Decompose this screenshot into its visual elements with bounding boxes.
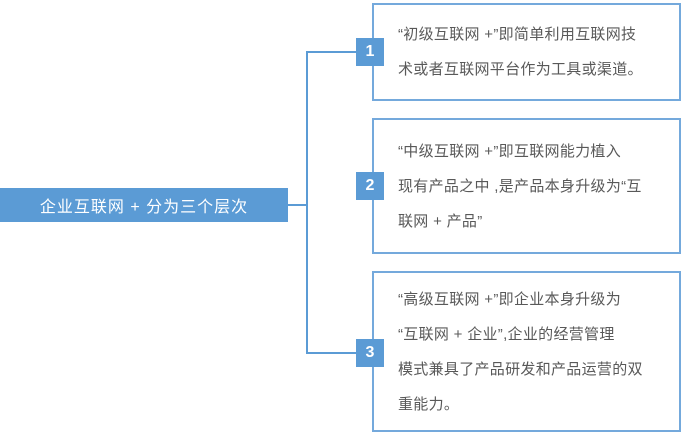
connector-branch-1 <box>306 51 357 53</box>
connector-trunk <box>306 51 308 354</box>
branch-2-number-badge: 2 <box>356 172 384 200</box>
branch-2-text: “中级互联网 +”即互联网能力植入 现有产品之中 ,是产品本身升级为“互 联网 … <box>398 142 642 230</box>
branch-1-number-badge: 1 <box>356 38 384 66</box>
connector-branch-3 <box>306 352 357 354</box>
branch-1-text: “初级互联网 +”即简单利用互联网技 术或者互联网平台作为工具或渠道。 <box>398 26 643 78</box>
branch-3-text: “高级互联网 +”即企业本身升级为 “互联网 + 企业”,企业的经营管理 模式兼… <box>398 290 643 413</box>
branch-card-1[interactable]: “初级互联网 +”即简单利用互联网技 术或者互联网平台作为工具或渠道。 <box>372 3 681 101</box>
branch-card-2[interactable]: “中级互联网 +”即互联网能力植入 现有产品之中 ,是产品本身升级为“互 联网 … <box>372 118 681 254</box>
branch-card-3[interactable]: “高级互联网 +”即企业本身升级为 “互联网 + 企业”,企业的经营管理 模式兼… <box>372 271 681 432</box>
branch-3-number-badge: 3 <box>356 339 384 367</box>
connector-root-to-trunk <box>288 204 307 206</box>
root-topic-node[interactable]: 企业互联网 + 分为三个层次 <box>0 188 288 222</box>
